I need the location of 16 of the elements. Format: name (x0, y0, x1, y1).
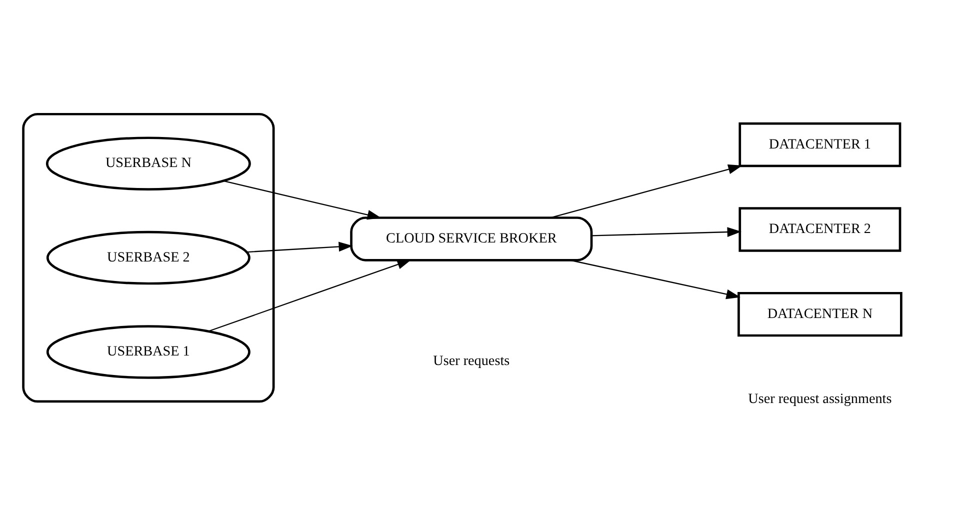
node-box: DATACENTER 2 (738, 207, 901, 252)
arrow (222, 180, 382, 220)
arrow (246, 242, 352, 253)
node-ellipse: USERBASE N (45, 136, 250, 190)
node-box: DATACENTER N (737, 292, 902, 337)
node-box: DATACENTER 1 (738, 122, 901, 168)
arrow (208, 260, 411, 332)
node-ellipse: USERBASE 2 (46, 230, 250, 285)
node-ellipse: USERBASE 1 (46, 325, 250, 379)
node-box: CLOUD SERVICE BROKER (350, 216, 592, 262)
cluster (22, 112, 274, 403)
arrow (550, 164, 742, 218)
label: User request assignments (748, 390, 892, 407)
label: User requests (432, 353, 510, 370)
arrow (591, 227, 741, 237)
arrow (570, 260, 740, 300)
